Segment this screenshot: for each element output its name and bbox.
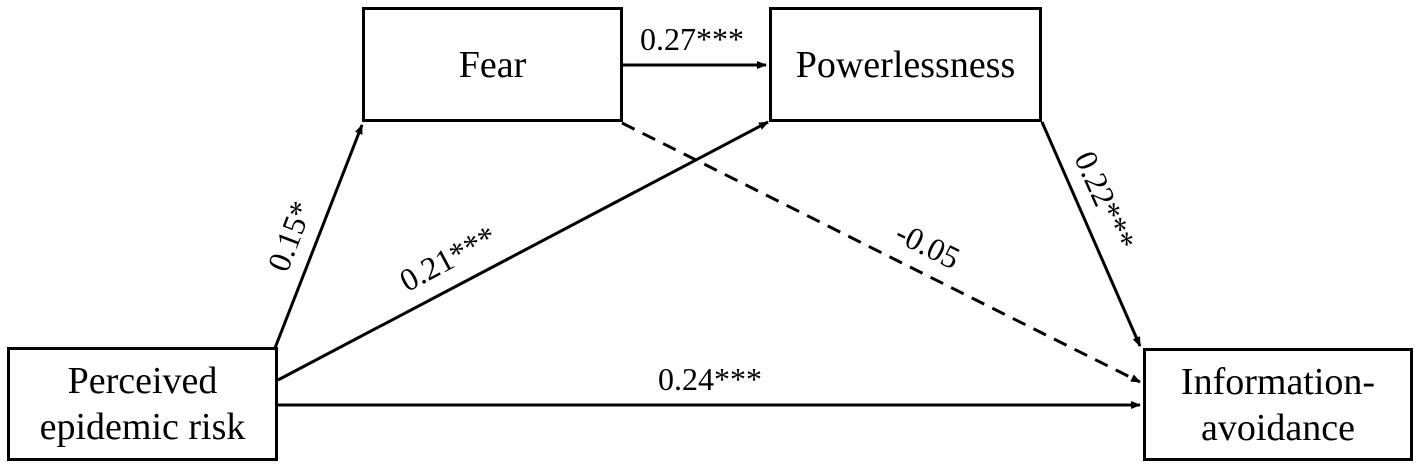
node-risk-label-line1: Perceived [67,360,218,402]
coef-powerlessness-to-avoidance: 0.22*** [1067,146,1142,256]
node-powerlessness: Powerlessness [769,7,1042,122]
node-fear: Fear [362,7,623,122]
node-powerlessness-label: Powerlessness [795,43,1016,86]
node-risk-label-line2: epidemic risk [39,406,246,448]
node-fear-label: Fear [458,43,527,86]
coef-fear-to-avoidance: -0.05 [890,214,966,276]
coef-risk-to-avoidance: 0.24*** [658,361,762,397]
coef-fear-to-powerlessness: 0.27*** [640,21,744,57]
node-avoidance-label-line2: avoidance [1200,406,1356,449]
coef-risk-to-powerlessness: 0.21*** [393,218,502,299]
arrow-fear-to-avoidance [621,121,1141,384]
node-perceived-epidemic-risk: Perceived epidemic risk [7,347,278,461]
arrow-risk-to-powerlessness [277,120,769,382]
node-information-avoidance: Information- avoidance [1143,348,1413,461]
coef-risk-to-fear: 0.15* [260,196,319,276]
node-avoidance-label-line1: Information- [1180,360,1376,403]
arrow-risk-to-fear [273,124,364,349]
arrow-powerlessness-to-avoidance [1040,121,1142,347]
